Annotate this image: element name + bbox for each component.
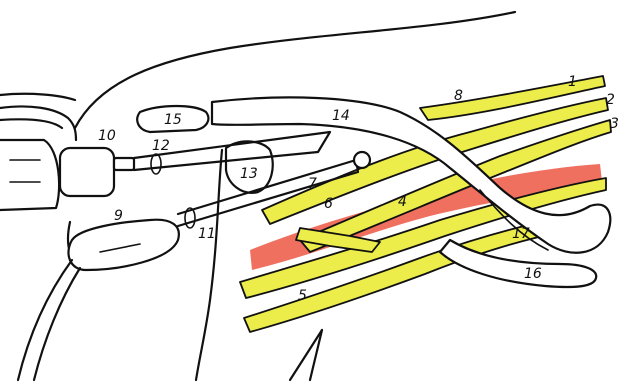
label-3: 3 bbox=[610, 116, 619, 132]
label-14: 14 bbox=[332, 108, 350, 124]
label-17: 17 bbox=[512, 226, 530, 242]
transducer-housing bbox=[0, 140, 59, 210]
label-16: 16 bbox=[524, 266, 542, 282]
label-13: 13 bbox=[240, 166, 258, 182]
lower-right-line bbox=[290, 330, 322, 380]
catheter-tube bbox=[18, 260, 72, 380]
needle-hub-12 bbox=[114, 158, 134, 170]
neck-contour bbox=[196, 150, 222, 380]
label-2: 2 bbox=[606, 92, 615, 108]
label-8: 8 bbox=[454, 88, 463, 104]
needle-ring-12 bbox=[151, 154, 161, 174]
catheter-9 bbox=[68, 220, 178, 270]
label-11: 11 bbox=[198, 226, 216, 242]
transducer-body bbox=[60, 148, 114, 196]
label-9: 9 bbox=[114, 208, 123, 224]
label-15: 15 bbox=[164, 112, 182, 128]
label-12: 12 bbox=[152, 138, 170, 154]
upper-skin-line bbox=[0, 94, 75, 100]
transducer-cable bbox=[0, 106, 76, 140]
catheter-tube-2 bbox=[34, 268, 80, 380]
label-10: 10 bbox=[98, 128, 116, 144]
label-7: 7 bbox=[308, 176, 317, 192]
label-4: 4 bbox=[398, 194, 407, 210]
label-6: 6 bbox=[324, 196, 333, 212]
label-1: 1 bbox=[568, 74, 577, 90]
transducer-cable-2 bbox=[0, 119, 62, 128]
needle-tip-7 bbox=[354, 152, 370, 168]
label-5: 5 bbox=[298, 288, 307, 304]
